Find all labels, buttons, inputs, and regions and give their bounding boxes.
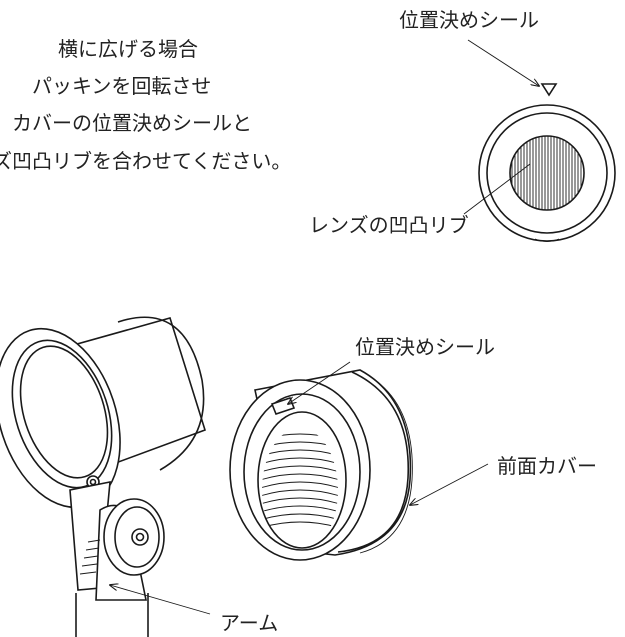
seal-marker-icon (540, 83, 558, 97)
instruction-line-2: パッキンを回転させ (32, 74, 211, 98)
instruction-line-3: カバーの位置決めシールと (12, 111, 252, 135)
instruction-text: 横に広げる場合 パッキンを回転させ カバーの位置決めシールと ズ凹凸リブを合わせ… (0, 37, 291, 173)
arm-label: アーム (220, 611, 278, 635)
arm (69, 481, 165, 637)
assembly-seal-leader (288, 361, 351, 404)
top-rib-leader (463, 163, 531, 215)
assembly-seal-label: 位置決めシール (355, 335, 495, 359)
top-seal-leader (467, 39, 539, 86)
front-cover-leader (410, 463, 489, 505)
front-cover-label: 前面カバー (497, 454, 597, 478)
top-rib-label: レンズの凹凸リブ (309, 213, 469, 237)
instruction-line-1: 横に広げる場合 (58, 37, 198, 61)
instruction-line-4: ズ凹凸リブを合わせてください。 (0, 149, 291, 173)
front-cover (229, 369, 413, 561)
arm-leader (110, 585, 211, 615)
lens-front-view (478, 83, 616, 242)
top-seal-label: 位置決めシール (399, 8, 539, 32)
